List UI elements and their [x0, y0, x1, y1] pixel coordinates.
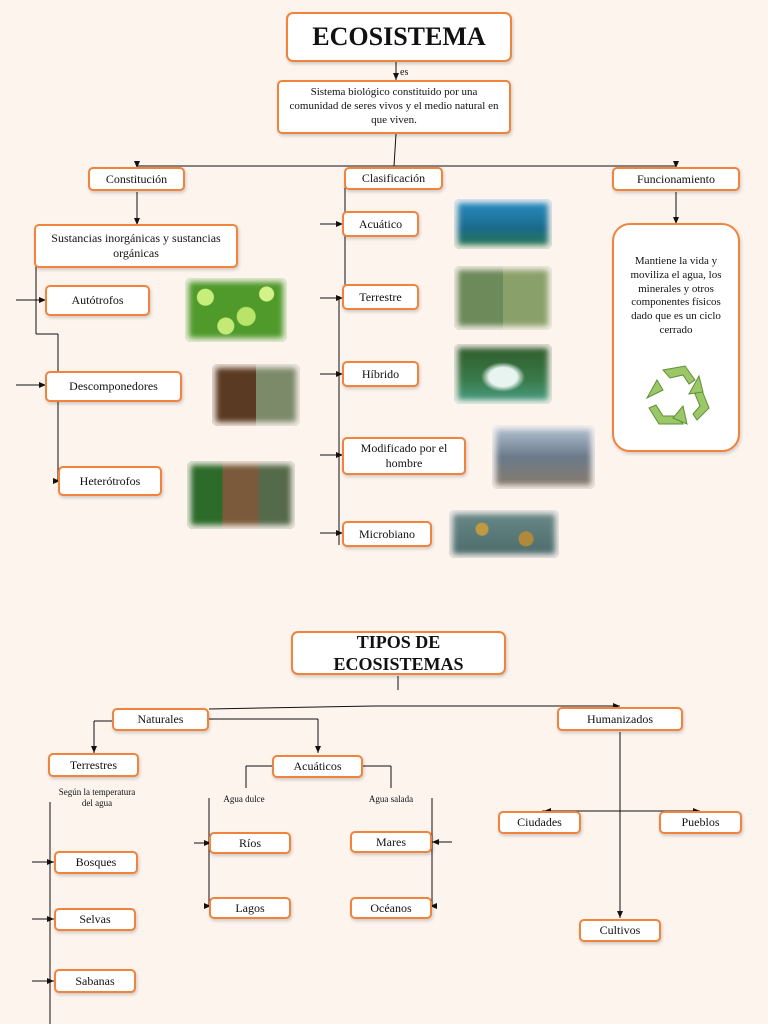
descomponedores-image [212, 364, 300, 426]
terrestre-box: Terrestre [342, 284, 419, 310]
funcionamiento-text: Mantiene la vida y moviliza el agua, los… [630, 255, 722, 336]
acuatico-box: Acuático [342, 211, 419, 237]
naturales-box: Naturales [112, 708, 209, 731]
selvas-box: Selvas [54, 908, 136, 931]
acuaticos-box: Acuáticos [272, 755, 363, 778]
clasificacion-box: Clasificación [344, 167, 443, 190]
hibrido-image [454, 344, 552, 404]
terrestres-box: Terrestres [48, 753, 139, 777]
constitucion-box: Constitución [88, 167, 185, 191]
terrestre-image [454, 266, 552, 330]
tipos-title: TIPOS DE ECOSISTEMAS [291, 631, 506, 675]
heterotrofos-image [187, 461, 295, 529]
definition-box: Sistema biológico constituido por una co… [277, 80, 511, 134]
modificado-image [492, 425, 595, 489]
microbiano-box: Microbiano [342, 521, 432, 547]
ecosistema-title: ECOSISTEMA [286, 12, 512, 62]
acuatico-image [454, 199, 552, 249]
humanizados-box: Humanizados [557, 707, 683, 731]
sustancias-box: Sustancias inorgánicas y sustancias orgá… [34, 224, 238, 268]
heterotrofos-box: Heterótrofos [58, 466, 162, 496]
autotrofos-image [185, 278, 287, 342]
hibrido-box: Híbrido [342, 361, 419, 387]
agua-dulce-label: Agua dulce [223, 794, 265, 804]
microbiano-image [449, 510, 559, 558]
funcionamiento-box: Funcionamiento [612, 167, 740, 191]
ciudades-box: Ciudades [498, 811, 581, 834]
oceanos-box: Océanos [350, 897, 432, 919]
descomponedores-box: Descomponedores [45, 371, 182, 402]
es-label: es [400, 67, 409, 78]
lagos-box: Lagos [209, 897, 291, 919]
modificado-box: Modificado por el hombre [342, 437, 466, 475]
sabanas-box: Sabanas [54, 969, 136, 993]
autotrofos-box: Autótrofos [45, 285, 150, 316]
agua-salada-label: Agua salada [368, 794, 414, 804]
segun-label: Según la temperatura del agua [58, 787, 136, 808]
cultivos-box: Cultivos [579, 919, 661, 942]
recycle-icon [645, 365, 710, 425]
pueblos-box: Pueblos [659, 811, 742, 834]
bosques-box: Bosques [54, 851, 138, 874]
rios-box: Ríos [209, 832, 291, 854]
mares-box: Mares [350, 831, 432, 853]
